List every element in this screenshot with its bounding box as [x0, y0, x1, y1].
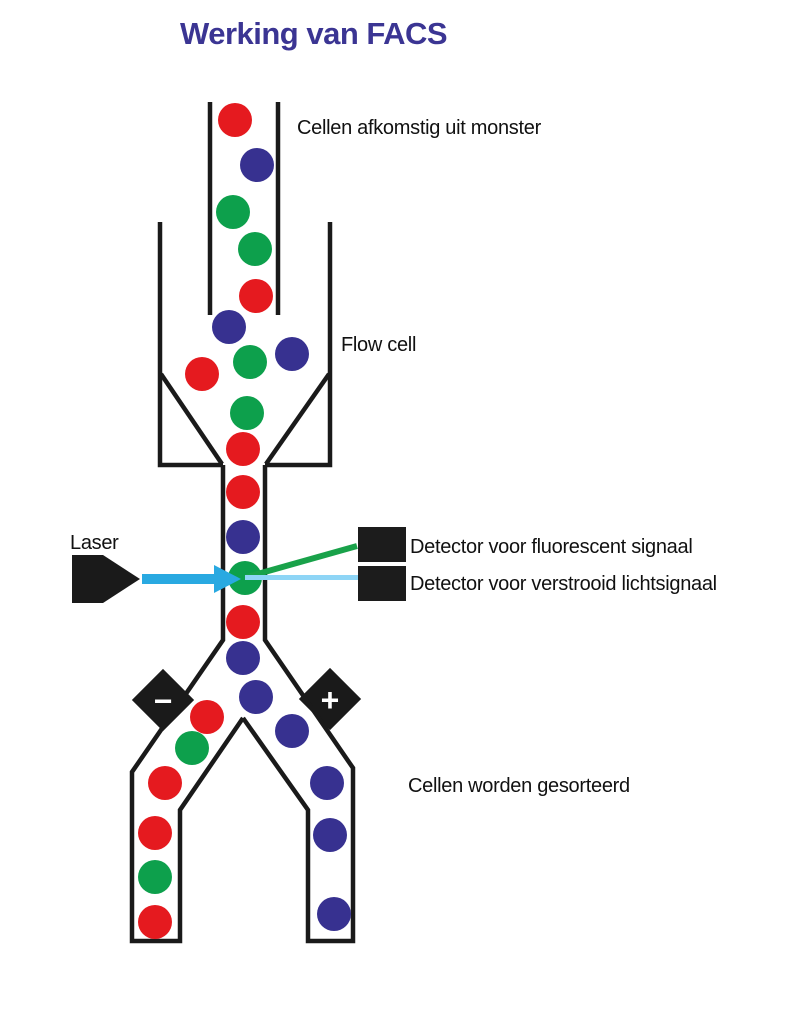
fluorescent-detector-label: Detector voor fluorescent signaal [410, 536, 692, 558]
cell-green [238, 232, 272, 266]
sorted-label: Cellen worden gesorteerd [408, 775, 630, 797]
flow-cell-right-wall [265, 222, 333, 468]
sample-tube [207, 102, 281, 315]
cell-green [233, 345, 267, 379]
laser-beam [142, 574, 220, 584]
scattered-light-line [245, 575, 358, 580]
cell-blue [240, 148, 274, 182]
cell-red [148, 766, 182, 800]
minus-plate [131, 668, 195, 732]
scattered-detector-box [358, 566, 406, 601]
sort-right-branch [241, 465, 356, 944]
minus-plate-shape [131, 668, 195, 732]
sample-label: Cellen afkomstig uit monster [297, 117, 542, 139]
minus-sign: − [154, 683, 173, 719]
flow-cell-body [157, 222, 333, 468]
cell-green [175, 731, 209, 765]
cell-blue [239, 680, 273, 714]
cell-red [190, 700, 224, 734]
sort-left-branch [129, 465, 245, 944]
cells-layer [138, 103, 351, 939]
sorting-channel [129, 465, 356, 944]
cell-red [138, 905, 172, 939]
cell-red [218, 103, 252, 137]
cell-green [230, 396, 264, 430]
cell-blue [310, 766, 344, 800]
cell-red [138, 816, 172, 850]
cell-red [226, 605, 260, 639]
cell-blue [275, 337, 309, 371]
cell-blue [275, 714, 309, 748]
scattered-detector-label: Detector voor verstrooid lichtsignaal [410, 573, 717, 595]
flow-cell-left-wall [157, 222, 223, 468]
cell-green [138, 860, 172, 894]
plus-sign: + [321, 682, 340, 718]
laser-beam-arrowhead [214, 565, 241, 593]
cell-blue [226, 641, 260, 675]
cell-red [226, 432, 260, 466]
cell-red [239, 279, 273, 313]
cell-blue [212, 310, 246, 344]
cell-green [216, 195, 250, 229]
page-title: Werking van FACS [180, 16, 447, 51]
cell-blue [317, 897, 351, 931]
cell-red [185, 357, 219, 391]
fluorescent-signal-line [246, 543, 358, 580]
laser-label: Laser [70, 532, 119, 554]
flow-cell-label: Flow cell [341, 334, 416, 356]
funnel-right-slope [264, 372, 331, 466]
cell-red [226, 475, 260, 509]
fluorescent-detector-box [358, 527, 406, 562]
laser-source-shape [72, 555, 140, 603]
cell-blue [226, 520, 260, 554]
cell-blue [313, 818, 347, 852]
funnel-left-slope [159, 372, 224, 466]
